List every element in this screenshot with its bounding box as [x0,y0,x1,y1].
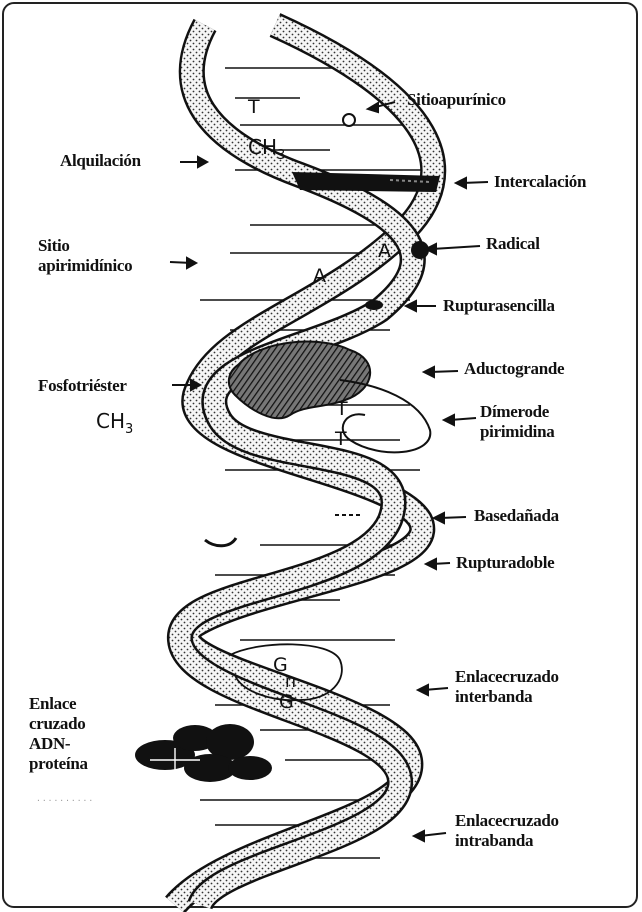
label-enlace-interbanda: Enlacecruzado interbanda [455,667,559,707]
methyl-sub: 3 [277,148,285,163]
methyl-sub: 3 [125,422,133,437]
label-ruptura-doble: Rupturadoble [456,553,554,573]
apurinic-site-ring [343,114,355,126]
label-aducto-grande: Aductogrande [464,359,564,379]
methyl-main: CH [248,135,277,159]
base-t-top: T [248,96,260,118]
label-line: interbanda [455,687,559,707]
label-intercalacion: Intercalación [494,172,586,192]
label-line: apirimidínico [38,256,132,276]
label-enlace-intrabanda: Enlacecruzado intrabanda [455,811,559,851]
base-a-upper: A [378,240,391,262]
base-g-lower: G [279,691,294,713]
label-line: Enlacecruzado [455,667,559,687]
label-sitio-apirimidinico: Sitio apirimidínico [38,236,132,276]
label-sitio-apurinico: Sitioapurínico [407,90,506,110]
methyl-label-top: CH3 [248,136,285,167]
base-t-dimer-2: T [335,428,347,450]
label-line: Sitio [38,236,132,256]
dna-protein-crosslink-blobs [135,724,272,782]
label-fosfotriester: Fosfotriéster [38,376,127,396]
methyl-main: CH [96,409,125,433]
crosslink-mark: п [285,672,296,692]
label-line: cruzado [29,714,88,734]
label-dimero-pirimidina: Dímerode pirimidina [480,402,554,442]
label-base-danada: Basedañada [474,506,559,526]
label-line: pirimidina [480,422,554,442]
label-line: ADN- [29,734,88,754]
label-alquilacion: Alquilación [60,151,141,171]
label-radical: Radical [486,234,540,254]
base-a-lower: A [313,265,326,287]
label-enlace-adn-proteina: Enlace cruzado ADN- proteína [29,694,88,774]
methyl-label-mid: CH3 [96,410,133,441]
label-line: proteína [29,754,88,774]
label-ruptura-sencilla: Rupturasencilla [443,296,555,316]
faded-text-artifact: ·········· [36,796,94,805]
single-break-mark [365,300,383,310]
label-line: Dímerode [480,402,554,422]
label-line: Enlace [29,694,88,714]
base-t-dimer-1: T [336,398,348,420]
intercalation-bar [292,172,440,192]
double-break-mark [205,538,236,546]
label-line: intrabanda [455,831,559,851]
label-line: Enlacecruzado [455,811,559,831]
